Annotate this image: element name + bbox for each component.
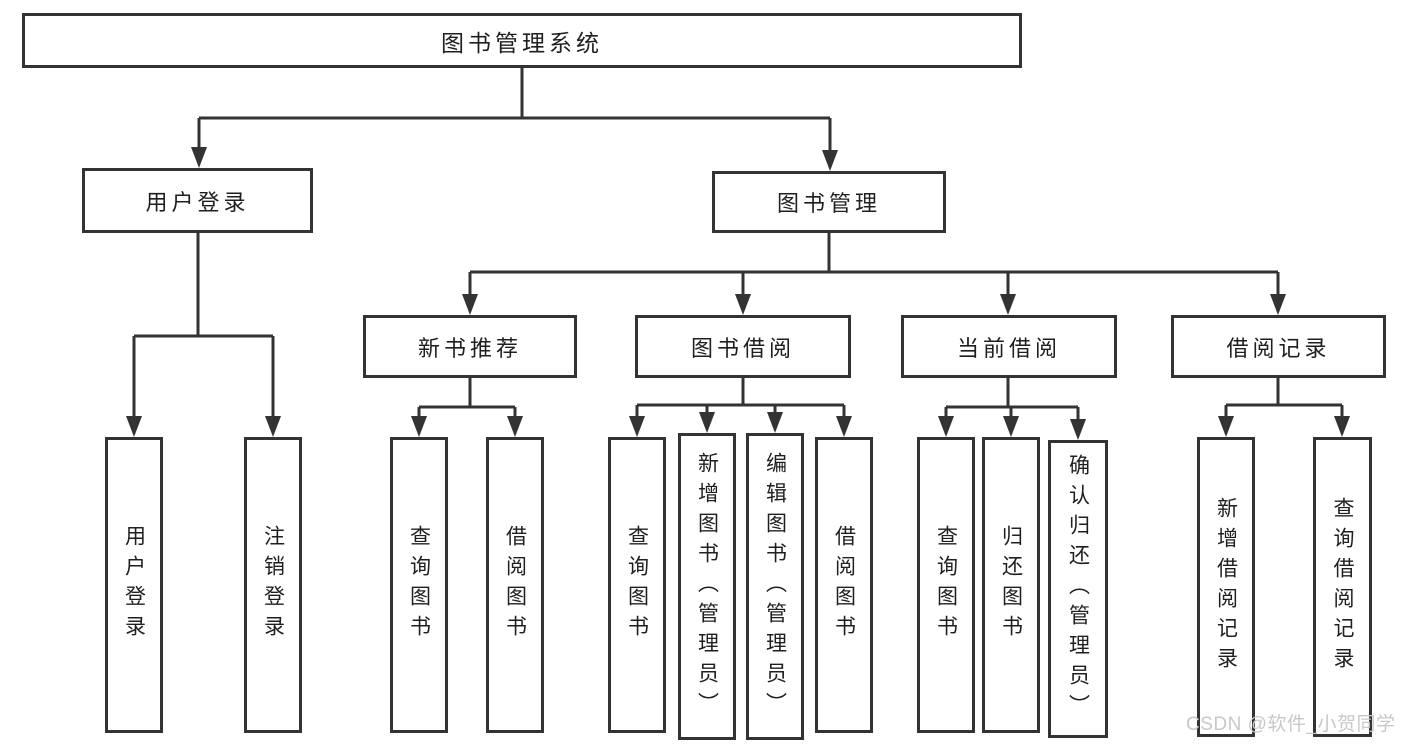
leaf-add-books-admin: 新增图书（管理员）: [678, 433, 736, 740]
leaf-query-books-recommend: 查询图书: [390, 437, 448, 733]
arrow-down-icon: [265, 416, 281, 437]
arrow-down-icon: [629, 416, 645, 437]
node-label: 查询图书: [625, 525, 649, 645]
arrow-down-icon: [699, 412, 715, 433]
leaf-borrow-books: 借阅图书: [815, 437, 873, 733]
arrow-down-icon: [822, 150, 838, 171]
leaf-logout: 注销登录: [244, 437, 302, 733]
csdn-watermark: CSDN @软件_小贺同学: [1186, 714, 1396, 735]
node-label: 查询借阅记录: [1331, 497, 1354, 677]
connector-root-to-level2: [197, 68, 832, 153]
node-label: 确认归还（管理员）: [1066, 454, 1090, 724]
node-label: 查询图书: [934, 525, 958, 645]
node-new-book-recommend: 新书推荐: [363, 315, 577, 378]
node-label: 用户登录: [122, 525, 146, 645]
node-label: 图书借阅: [690, 335, 795, 361]
arrow-down-icon: [1000, 294, 1016, 315]
node-label: 新书推荐: [417, 335, 522, 361]
arrow-down-icon: [767, 412, 783, 433]
leaf-query-books-current: 查询图书: [917, 437, 975, 733]
node-library-system: 图书管理系统: [22, 13, 1022, 68]
node-label: 注销登录: [261, 525, 285, 645]
leaf-add-borrow-record: 新增借阅记录: [1197, 437, 1255, 737]
leaf-query-books-borrow: 查询图书: [608, 437, 666, 733]
node-current-borrow: 当前借阅: [901, 315, 1117, 378]
leaf-query-borrow-record: 查询借阅记录: [1313, 437, 1372, 737]
node-label: 归还图书: [999, 525, 1023, 645]
node-label: 图书管理: [776, 191, 881, 216]
connector-user-login-to-children: [132, 233, 275, 419]
arrow-down-icon: [126, 416, 142, 437]
arrow-down-icon: [1334, 416, 1350, 437]
node-book-borrow: 图书借阅: [635, 315, 851, 378]
arrow-down-icon: [1218, 416, 1234, 437]
node-label: 图书管理系统: [441, 29, 603, 56]
arrow-down-icon: [507, 416, 523, 437]
arrow-down-icon: [938, 416, 954, 437]
arrow-down-icon: [411, 416, 427, 437]
node-label: 借阅图书: [832, 525, 856, 645]
leaf-edit-books-admin: 编辑图书（管理员）: [746, 433, 804, 740]
arrow-down-icon: [1003, 416, 1019, 437]
node-book-management: 图书管理: [712, 171, 946, 233]
node-label: 用户登录: [145, 189, 250, 215]
node-label: 查询图书: [407, 525, 431, 645]
arrow-down-icon: [735, 294, 751, 315]
connector-current-borrow-to-children: [944, 378, 1080, 422]
connector-new-book-to-children: [417, 378, 517, 419]
leaf-return-books: 归还图书: [982, 437, 1040, 733]
arrow-down-icon: [1270, 294, 1286, 315]
node-label: 借阅记录: [1226, 335, 1331, 361]
node-user-login: 用户登录: [82, 168, 313, 233]
arrow-down-icon: [836, 416, 852, 437]
connector-book-mgmt-to-level3: [468, 233, 1280, 297]
leaf-borrow-books-recommend: 借阅图书: [486, 437, 544, 733]
node-label: 新增借阅记录: [1214, 497, 1238, 677]
arrow-down-icon: [1070, 419, 1086, 440]
arrow-down-icon: [462, 294, 478, 315]
node-label: 编辑图书（管理员）: [763, 451, 787, 722]
leaf-user-login: 用户登录: [105, 437, 163, 733]
node-label: 借阅图书: [503, 525, 527, 645]
connector-book-borrow-to-children: [635, 378, 846, 419]
node-label: 当前借阅: [956, 335, 1061, 361]
leaf-confirm-return-admin: 确认归还（管理员）: [1048, 440, 1108, 738]
node-label: 新增图书（管理员）: [695, 451, 719, 722]
node-borrow-records: 借阅记录: [1171, 315, 1386, 378]
connector-records-to-children: [1224, 378, 1344, 419]
arrow-down-icon: [191, 147, 207, 168]
